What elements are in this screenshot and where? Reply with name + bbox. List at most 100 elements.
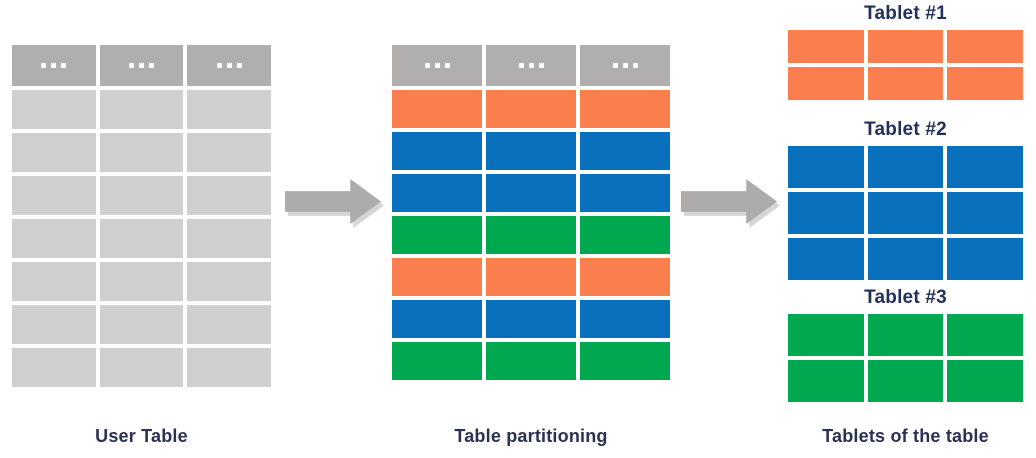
arrow-right-icon [681,178,780,229]
table-cell [486,216,576,254]
table-cell [187,219,272,258]
table-cell [486,174,576,212]
ellipsis-icon [612,63,638,68]
tablet-cell [947,238,1024,280]
user-table-header-cell [187,45,272,86]
table-cell [99,305,184,344]
tablet-3: Tablet #3 [788,287,1024,402]
partition-row-green [392,216,670,254]
table-cell [99,219,184,258]
tablet-row [788,314,1024,356]
table-cell [187,176,272,215]
table-cell [99,90,184,129]
tablet-2-title: Tablet #2 [864,119,947,140]
caption-table-partitioning: Table partitioning [454,426,608,446]
table-cell [486,342,576,380]
tablet-cell [788,238,864,280]
tablet-cell [788,360,864,402]
table-row [12,305,272,344]
partition-row-blue [392,174,670,212]
table-cell [12,133,96,172]
partition-row-orange [392,90,670,128]
table-row [12,262,272,301]
ellipsis-icon [424,63,450,68]
tablet-cell [867,192,944,234]
table-cell [392,342,482,380]
caption-tablets-of-table: Tablets of the table [822,426,989,446]
ellipsis-icon [518,63,544,68]
table-cell [12,90,96,129]
tablet-cell [788,146,864,188]
tablet-cell [867,238,944,280]
table-cell [580,300,670,338]
table-cell [12,262,96,301]
table-cell [392,258,482,296]
tablet-row [788,30,1024,63]
tablet-2: Tablet #2 [788,119,1024,280]
tablet-cell [867,314,944,356]
tablet-cell [867,30,944,63]
user-table-header-cell [12,45,96,86]
table-row [12,348,272,387]
table-cell [99,348,184,387]
tablet-cell [788,30,864,63]
table-cell [187,133,272,172]
table-cell [392,132,482,170]
tablet-cell [788,67,864,100]
table-row [12,219,272,258]
tablet-row [788,192,1024,234]
table-cell [486,258,576,296]
table-cell [580,342,670,380]
table-cell [580,174,670,212]
tablet-cell [947,146,1024,188]
table-row [12,176,272,215]
arrow-shape [285,178,381,225]
table-cell [486,132,576,170]
table-cell [392,216,482,254]
tablet-row [788,67,1024,100]
partition-table-header-cell [392,45,482,86]
partition-row-blue [392,300,670,338]
table-cell [580,216,670,254]
tablet-cell [947,67,1024,100]
table-cell [580,90,670,128]
tablet-cell [867,146,944,188]
user-table [12,45,272,387]
table-cell [187,262,272,301]
tablet-cell [867,360,944,402]
table-row [12,90,272,129]
tablet-1: Tablet #1 [788,3,1024,100]
tablet-cell [788,192,864,234]
tablet-cell [947,30,1024,63]
tablet-cell [947,192,1024,234]
partition-table [392,45,670,380]
table-cell [187,348,272,387]
partition-table-header-cell [486,45,576,86]
arrow-right-icon [285,178,384,229]
tablet-row [788,238,1024,280]
tablet-cell [947,314,1024,356]
table-cell [99,176,184,215]
partition-table-header-cell [580,45,670,86]
table-cell [187,90,272,129]
ellipsis-icon [129,63,154,68]
partition-row-orange [392,258,670,296]
table-row [12,133,272,172]
table-cell [99,262,184,301]
arrow-shape [681,178,777,225]
table-cell [392,300,482,338]
table-cell [392,90,482,128]
ellipsis-icon [41,63,67,68]
table-cell [12,176,96,215]
table-cell [12,305,96,344]
table-cell [486,90,576,128]
partition-row-blue [392,132,670,170]
tablet-row [788,360,1024,402]
user-table-header-row [12,45,272,86]
table-cell [12,348,96,387]
table-cell [12,219,96,258]
tablet-row [788,146,1024,188]
user-table-header-cell [99,45,184,86]
partition-table-header-row [392,45,670,86]
